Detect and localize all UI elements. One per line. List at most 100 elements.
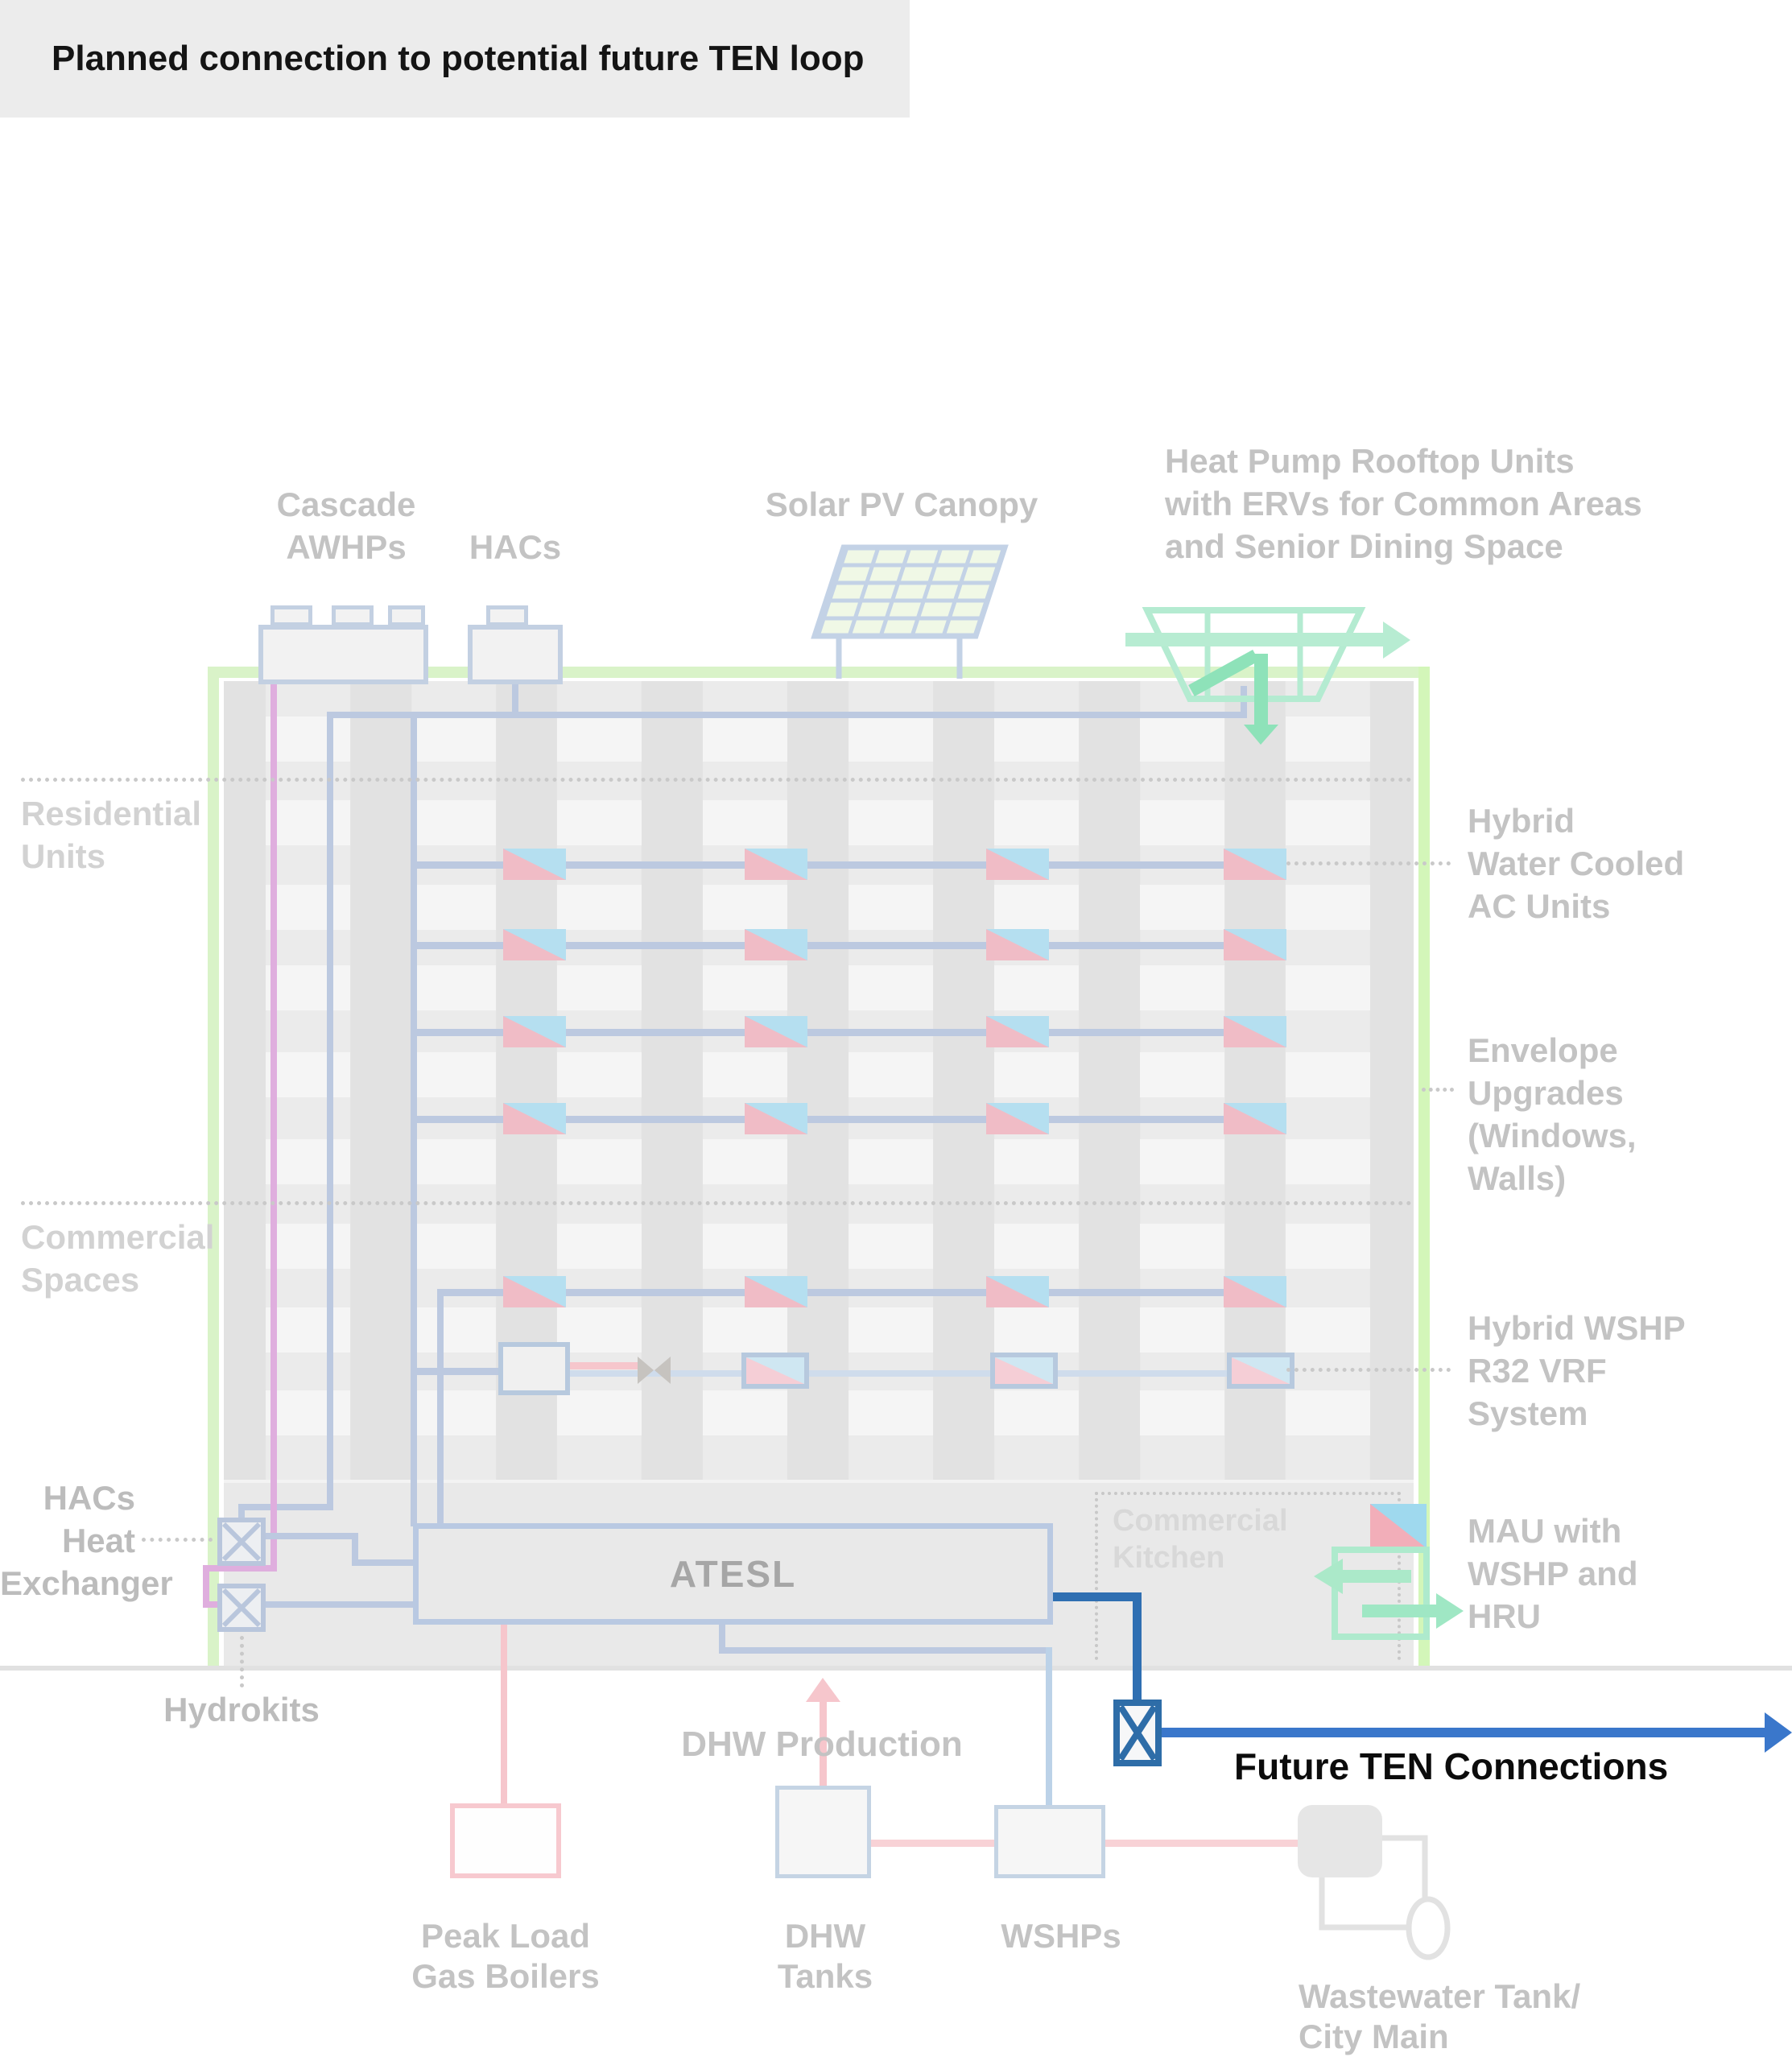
window (994, 1307, 1079, 1353)
wshps-label: WSHPs (1001, 1917, 1121, 1955)
hybrid-ac-unit-icon (745, 849, 807, 880)
mau-label: MAU with WSHP and HRU (1468, 1512, 1638, 1635)
window (1140, 1390, 1224, 1435)
window (849, 800, 933, 845)
atesl-label: ATESL (669, 1553, 797, 1595)
vrf-unit-icon (990, 1353, 1058, 1389)
hybrid-ac-unit-icon (745, 1103, 807, 1134)
hacs-label: HACs (469, 528, 562, 566)
window (266, 1307, 350, 1353)
rooftop-riser (1241, 686, 1247, 718)
window (849, 1139, 933, 1184)
hx1-stub-v (352, 1533, 358, 1566)
hybrid-ac-unit-icon (1224, 929, 1286, 960)
window (994, 717, 1079, 762)
window (266, 1139, 350, 1184)
atesl-down-pipe (719, 1625, 725, 1651)
trunk-b (437, 1289, 444, 1526)
window (411, 1390, 496, 1435)
commercial-spaces-label: Commercial Spaces (21, 1218, 215, 1299)
window (1286, 1390, 1370, 1435)
roof-header-pipe (327, 712, 1247, 718)
dhw-production-label: DHW Production (681, 1724, 963, 1764)
cascade-awhp-cap-2 (332, 605, 374, 626)
window (266, 800, 350, 845)
hybrid-ac-connector (1286, 861, 1451, 865)
future-ten-valve-icon (1113, 1700, 1162, 1766)
window (1140, 717, 1224, 762)
solar-pv-label: Solar PV Canopy (765, 485, 1038, 523)
window (994, 1139, 1079, 1184)
wshp-feed-pipe (1046, 1647, 1052, 1807)
window (411, 800, 496, 845)
window (557, 965, 642, 1010)
title-banner: Planned connection to potential future T… (0, 0, 910, 118)
window (557, 1224, 642, 1269)
cascade-pipe-h2 (203, 1601, 222, 1608)
dhw-tanks-label: DHW Tanks (777, 1917, 873, 1995)
window (849, 965, 933, 1010)
window (1140, 1052, 1224, 1097)
window (1140, 1307, 1224, 1353)
window (703, 965, 787, 1010)
atesl-box: ATESL (413, 1523, 1053, 1625)
future-ten-pipe-v (1133, 1592, 1142, 1700)
residential-divider-dotted (21, 778, 1412, 782)
window (703, 1139, 787, 1184)
window (557, 1390, 642, 1435)
hx2-stub-h (266, 1601, 416, 1608)
hybrid-ac-unit-icon (1224, 1276, 1286, 1307)
gas-boilers-label: Peak Load Gas Boilers (411, 1917, 600, 1995)
window (703, 1390, 787, 1435)
ac-row-pipe (440, 1289, 1255, 1296)
window (703, 1052, 787, 1097)
cascade-awhp-cap-3 (388, 605, 425, 626)
window (849, 885, 933, 930)
hybrid-ac-unit-icon (503, 929, 566, 960)
window (1286, 1139, 1370, 1184)
window (849, 1052, 933, 1097)
window (1140, 1139, 1224, 1184)
window (411, 1052, 496, 1097)
hybrid-ac-unit-icon (986, 1276, 1049, 1307)
hydrokit-heat-exchanger-icon (217, 1584, 266, 1632)
hybrid-ac-unit-icon (745, 1276, 807, 1307)
dhw-tank-box (775, 1786, 871, 1878)
future-ten-arrowhead (1765, 1712, 1792, 1753)
ac-row-pipe (414, 1116, 1255, 1123)
hx-connector (142, 1538, 213, 1542)
ground-line (0, 1666, 1792, 1671)
window (849, 1307, 933, 1353)
vrf-unit-icon (741, 1353, 809, 1389)
hybrid-ac-unit-icon (986, 849, 1049, 880)
envelope-line-right (1418, 667, 1430, 1668)
wastewater-tank (1298, 1805, 1382, 1877)
hybrid-ac-unit-icon (503, 1103, 566, 1134)
window (411, 965, 496, 1010)
future-ten-label: Future TEN Connections (1234, 1745, 1669, 1787)
window (703, 1224, 787, 1269)
commercial-kitchen-label: Commercial Kitchen (1113, 1504, 1288, 1575)
hybrid-ac-unit-icon (503, 1016, 566, 1047)
window (849, 1390, 933, 1435)
vrf-row-pipe-pink (570, 1362, 638, 1369)
window (849, 1224, 933, 1269)
window (411, 885, 496, 930)
cascade-pipe-h1 (203, 1565, 277, 1572)
window (266, 1224, 350, 1269)
hybrid-ac-unit-icon (1224, 1103, 1286, 1134)
dhw-wshp-pipe (871, 1840, 994, 1847)
window (557, 885, 642, 930)
left-drop-pipe (327, 712, 333, 1510)
window (1286, 800, 1370, 845)
hybrid-ac-unit-icon (503, 849, 566, 880)
window (1140, 800, 1224, 845)
page-title: Planned connection to potential future T… (52, 39, 865, 78)
envelope-line-left (208, 667, 219, 1668)
window (994, 965, 1079, 1010)
hybrid-ac-label: Hybrid Water Cooled AC Units (1468, 802, 1685, 925)
hacs-heat-exchanger-label: HACs Heat Exchanger (0, 1479, 173, 1602)
cascade-pipe-v1 (270, 684, 277, 1572)
hybrid-ac-unit-icon (1224, 1016, 1286, 1047)
boiler-riser (501, 1625, 507, 1803)
